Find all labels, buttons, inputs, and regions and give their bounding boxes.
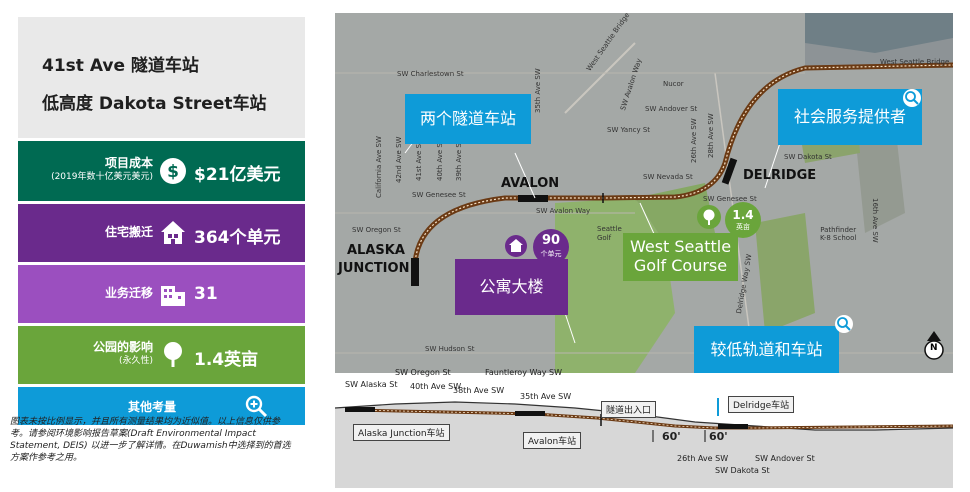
lower-track-magnify-icon[interactable] (835, 315, 853, 333)
metric-cost-title: 项目成本 (104, 156, 153, 170)
elevation-profile: SW Alaska St SW Oregon St 40th Ave SW 38… (334, 368, 954, 488)
street-dakota: SW Dakota St (784, 153, 832, 161)
street-nevada: SW Nevada St (643, 173, 693, 181)
profile-street-fauntleroy: Fauntleroy Way SW (485, 368, 563, 377)
profile-station-delridge: Delridge车站 (728, 396, 795, 413)
title-box: 41st Ave 隧道车站 低高度 Dakota Street车站 (18, 17, 305, 138)
park-tree-icon (697, 205, 721, 229)
north-arrow-icon (924, 331, 944, 360)
tree-icon (164, 342, 182, 367)
street-35th: 35th Ave SW (534, 68, 542, 113)
profile-street-alaska: SW Alaska St (345, 380, 398, 389)
metric-cost-label: 项目成本 (2019年数十亿美元美元) (51, 156, 153, 184)
street-42nd: 42nd Ave SW (395, 136, 403, 183)
house-icon (161, 221, 185, 244)
profile-station-alaska: Alaska Junction车站 (353, 424, 450, 441)
profile-station-avalon: Avalon车站 (523, 432, 582, 449)
callout-golf-course[interactable]: West Seattle Golf Course (623, 233, 738, 281)
callout-lower-track[interactable]: 较低轨道和车站 (694, 326, 839, 373)
street-avalon-way: SW Avalon Way (536, 207, 591, 215)
metric-business-label: 业务迁移 (104, 286, 153, 300)
summary-panel: 41st Ave 隧道车站 低高度 Dakota Street车站 项目成本 (… (18, 17, 305, 488)
metric-park: 公园的影响 (永久性) 1.4英亩 (18, 326, 305, 384)
metric-cost-sublabel: (2019年数十亿美元美元) (51, 172, 153, 182)
street-26th: 26th Ave SW (690, 118, 698, 163)
profile-street-oregon: SW Oregon St (395, 368, 451, 377)
magnify-icon (245, 395, 268, 418)
area-alaska-line2: JUNCTION (338, 261, 410, 276)
street-16th: 16th Ave SW (871, 198, 879, 243)
street-28th: 28th Ave SW (707, 113, 715, 158)
callout-social-services[interactable]: 社会服务提供者 (778, 89, 922, 145)
dollar-icon: $ (160, 158, 186, 184)
apartment-units-label: 个单元 (540, 250, 562, 258)
north-label: N (930, 343, 938, 353)
metric-park-title: 公园的影响 (92, 340, 153, 354)
metric-cost-value: $21亿美元 (194, 165, 281, 185)
title-line-1: 41st Ave 隧道车站 (42, 56, 199, 76)
metric-residential: 住宅搬迁 364个单元 (18, 204, 305, 262)
apartment-units-value: 90 (541, 233, 561, 248)
profile-street-40th: 40th Ave SW (410, 382, 462, 391)
metric-park-value: 1.4英亩 (194, 350, 259, 370)
callout-golf-line2: Golf Course (633, 256, 728, 275)
park-acres-label: 英亩 (736, 223, 750, 231)
label-golf-small: Seattle (597, 225, 622, 233)
metric-business-value: 31 (194, 284, 218, 304)
label-nucor: Nucor (663, 80, 684, 88)
park-acres-badge: 1.4 英亩 (725, 202, 761, 238)
callout-social-services-label: 社会服务提供者 (793, 107, 906, 126)
apartment-house-icon (505, 235, 527, 257)
metric-residential-label: 住宅搬迁 (104, 225, 153, 239)
street-west-seattle-bridge-ne: West Seattle Bridge (880, 58, 950, 66)
metric-residential-value: 364个单元 (194, 228, 281, 248)
label-pathfinder: Pathfinder K-8 School (820, 226, 856, 242)
footnote: 图表未按比例显示，并且所有测量结果均为近似值。以上信息仅供参考。请参阅环境影响报… (10, 417, 291, 463)
profile-street-38th: 38th Ave SW (453, 386, 505, 395)
other-considerations-label: 其他考量 (128, 400, 177, 414)
street-charlestown: SW Charlestown St (397, 70, 464, 78)
area-avalon: AVALON (501, 176, 560, 191)
label-pathfinder-line2: K-8 School (820, 234, 857, 242)
metric-park-label: 公园的影响 (永久性) (93, 340, 153, 368)
callout-apartment[interactable]: 公寓大楼 (455, 259, 568, 315)
callout-tunnel-stations[interactable]: 两个隧道车站 (405, 94, 531, 144)
aerial-map: SW Charlestown St West Seattle Bridge We… (335, 13, 953, 373)
profile-street-26th: 26th Ave SW (677, 454, 729, 463)
street-hudson: SW Hudson St (425, 345, 475, 353)
street-andover: SW Andover St (645, 105, 698, 113)
profile-depth-1: 60' (662, 430, 681, 443)
street-genesee-w: SW Genesee St (412, 191, 466, 199)
title-line-2: 低高度 Dakota Street车站 (42, 94, 267, 114)
svg-text:$: $ (167, 162, 179, 182)
label-pathfinder-line1: Pathfinder (820, 226, 857, 234)
metric-business: 业务迁移 31 (18, 265, 305, 323)
metric-park-sublabel: (永久性) (118, 356, 153, 366)
profile-graphic (334, 398, 954, 488)
profile-street-dakota: SW Dakota St (715, 466, 770, 475)
area-alaska-line1: ALASKA (347, 243, 405, 258)
social-services-magnify-icon[interactable] (903, 89, 921, 107)
label-golf-small-2: Golf (597, 234, 612, 242)
apartment-units-badge: 90 个单元 (533, 229, 569, 265)
street-yancy: SW Yancy St (607, 126, 651, 134)
park-acres-value: 1.4 (732, 208, 754, 222)
other-considerations-button[interactable]: 其他考量 (18, 387, 305, 425)
metric-cost: 项目成本 (2019年数十亿美元美元) $ $21亿美元 (18, 141, 305, 201)
profile-depth-2: 60' (709, 430, 728, 443)
street-genesee-e: SW Genesee St (703, 195, 757, 203)
area-delridge: DELRIDGE (743, 168, 817, 183)
profile-street-andover: SW Andover St (755, 454, 815, 463)
street-oregon: SW Oregon St (352, 226, 401, 234)
building-icon (161, 286, 185, 306)
callout-golf-line1: West Seattle (629, 237, 732, 256)
street-california: California Ave SW (375, 136, 383, 198)
profile-tunnel-portal: 隧道出入口 (601, 401, 657, 418)
profile-street-35th: 35th Ave SW (520, 392, 572, 401)
